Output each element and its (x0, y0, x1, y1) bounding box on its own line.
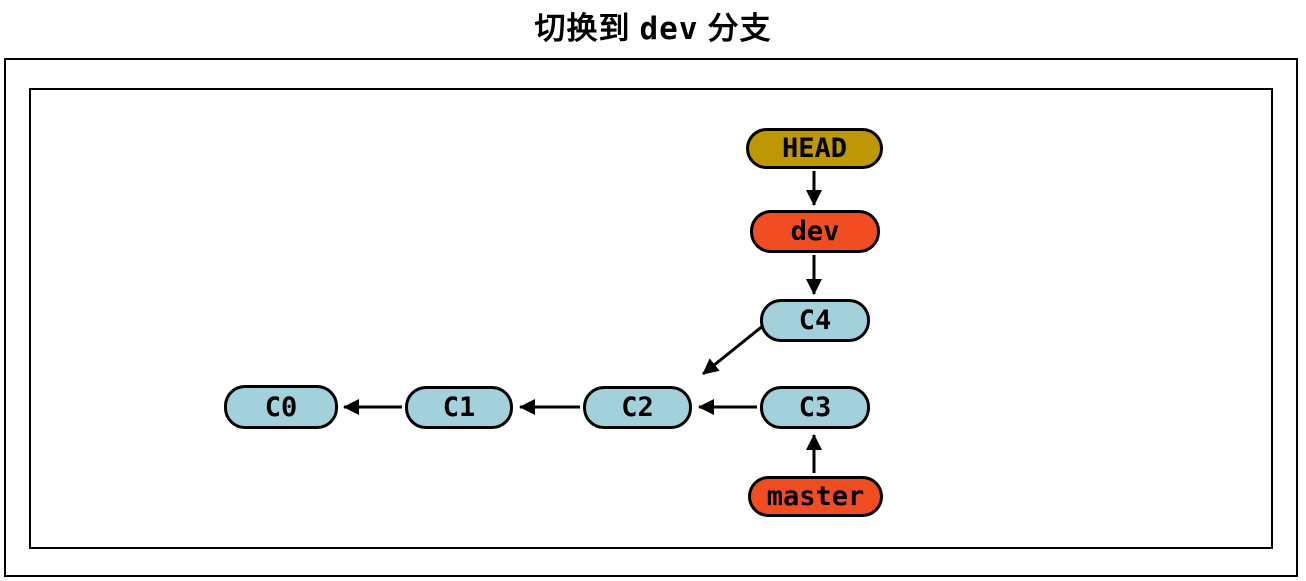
node-commit-c3: C3 (760, 386, 870, 429)
node-commit-c0: C0 (224, 385, 338, 429)
node-commit-c1: C1 (405, 386, 513, 429)
node-branch-dev: dev (750, 210, 880, 253)
node-commit-c2: C2 (583, 386, 692, 429)
node-commit-c4: C4 (760, 299, 870, 342)
title-branch-name: dev (639, 11, 699, 47)
title-suffix: 分支 (707, 11, 772, 47)
node-branch-master: master (748, 476, 883, 517)
node-head: HEAD (746, 128, 883, 169)
diagram-canvas (29, 88, 1273, 549)
title-prefix: 切换到 (534, 11, 631, 47)
